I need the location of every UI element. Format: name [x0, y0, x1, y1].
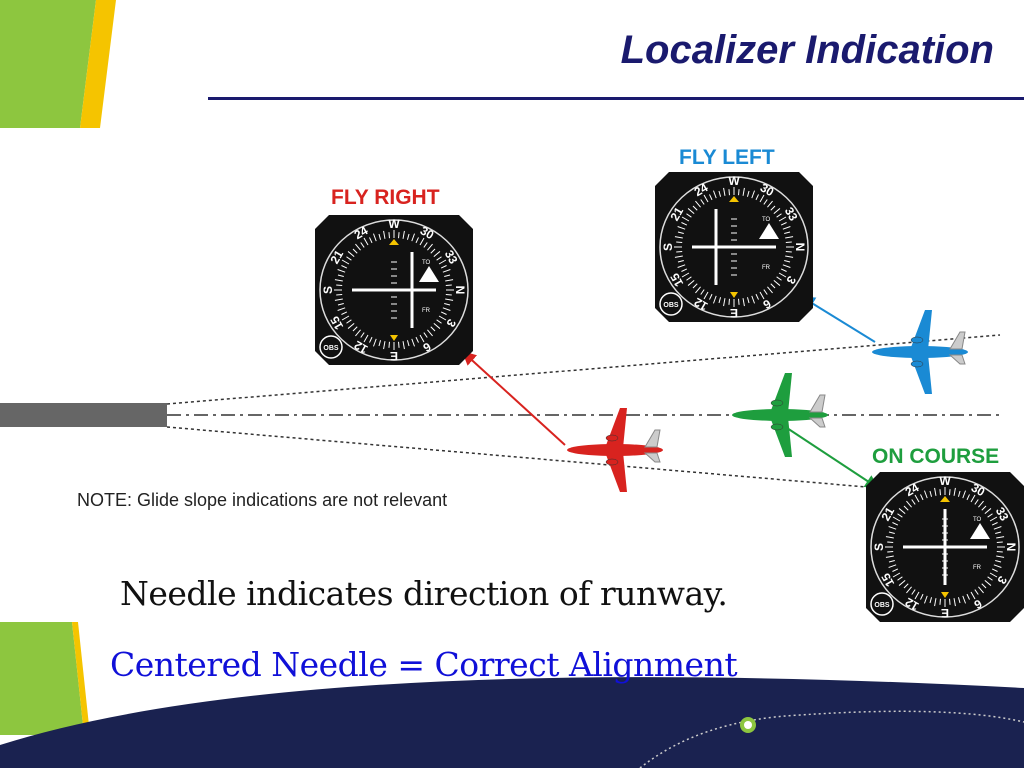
svg-text:FR: FR: [973, 565, 982, 571]
dial-label: 30: [758, 180, 777, 199]
dial-label: 12: [691, 295, 710, 314]
green-arrow: [786, 427, 880, 489]
bottom-left-yellow-stripe: [72, 622, 90, 735]
runway: [0, 403, 167, 427]
fly-right-label: FLY RIGHT: [331, 186, 440, 209]
dial-label: 21: [327, 247, 346, 266]
obs-knob: [870, 592, 894, 616]
localizer-upper-edge: [166, 334, 1001, 405]
dial-label: S: [321, 286, 335, 294]
dial-label: 24: [352, 223, 371, 242]
dial-label: W: [939, 474, 951, 488]
to-flag-icon: [970, 523, 990, 539]
body-text-centered: Centered Needle = Correct Alignment: [110, 645, 738, 684]
dial-label: N: [453, 286, 467, 295]
obs-knob: [659, 292, 683, 316]
body-text-needle: Needle indicates direction of runway.: [120, 574, 728, 613]
dial-label: 30: [418, 223, 437, 242]
blue-arrow: [800, 296, 876, 343]
dial-label: 12: [351, 338, 370, 357]
dial-label: E: [390, 349, 398, 363]
dial-label: W: [728, 174, 740, 188]
top-left-yellow-stripe: [80, 0, 116, 128]
dial-label: 12: [902, 595, 921, 614]
dial-label: 15: [327, 313, 346, 332]
dial-label: 21: [667, 204, 686, 223]
svg-text:TO: TO: [422, 260, 431, 266]
dial-label: 24: [903, 480, 922, 499]
dial-label: S: [872, 543, 886, 551]
dotted-flight-path: [639, 710, 1024, 768]
top-left-green-accent: [0, 0, 96, 128]
green-airplane: [732, 373, 828, 457]
to-flag-icon: [759, 223, 779, 239]
dial-label: 15: [667, 270, 686, 289]
to-flag-icon: [419, 266, 439, 282]
dial-label: 30: [969, 480, 988, 499]
svg-text:OBS: OBS: [874, 602, 890, 609]
dial-label: 24: [692, 180, 711, 199]
dial-label: 21: [878, 504, 897, 523]
title-divider: [208, 97, 1024, 100]
dial-label: S: [661, 243, 675, 251]
blue-airplane: [872, 310, 968, 394]
page-title: Localizer Indication: [620, 28, 994, 72]
red-airplane: [567, 408, 663, 492]
dial-label: 33: [782, 205, 801, 224]
dial-label: E: [941, 606, 949, 620]
svg-text:OBS: OBS: [323, 345, 339, 352]
dial-label: 15: [878, 570, 897, 589]
obs-knob: [319, 335, 343, 359]
svg-text:TO: TO: [973, 517, 982, 523]
svg-text:FR: FR: [422, 308, 431, 314]
dial-label: N: [793, 243, 807, 252]
on-course-label: ON COURSE: [872, 445, 1000, 468]
dial-label: 33: [993, 505, 1012, 524]
red-arrow: [461, 351, 566, 446]
dial-label: E: [730, 306, 738, 320]
bottom-navy-wave: [0, 677, 1024, 768]
bottom-left-green-accent: [0, 622, 84, 735]
dial-label: 33: [442, 248, 461, 267]
svg-text:TO: TO: [762, 217, 771, 223]
localizer-lower-edge: [166, 426, 879, 489]
svg-text:OBS: OBS: [663, 302, 679, 309]
svg-text:FR: FR: [762, 265, 771, 271]
dial-label: W: [388, 217, 400, 231]
dial-label: N: [1004, 543, 1018, 552]
fly-left-label: FLY LEFT: [679, 146, 775, 169]
note-text: NOTE: Glide slope indications are not re…: [77, 490, 448, 510]
